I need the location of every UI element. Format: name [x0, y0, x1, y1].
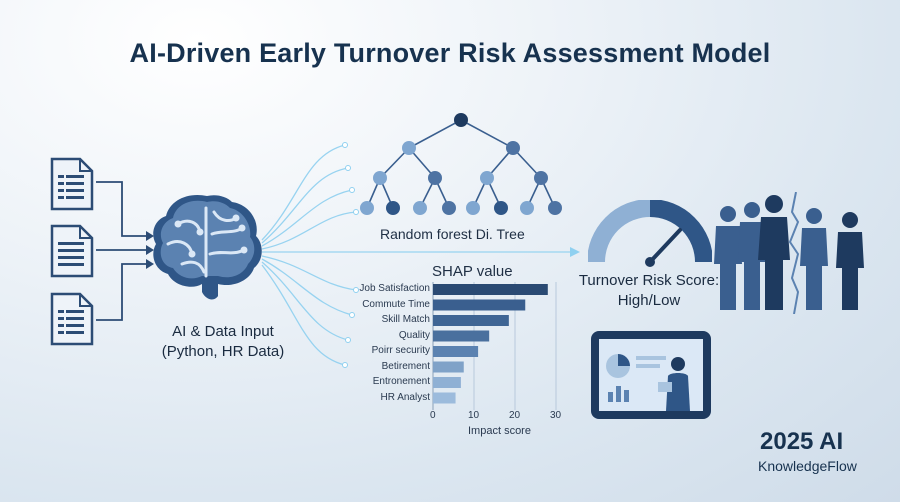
risk-score-line2: High/Low — [617, 292, 681, 309]
document-icon — [50, 224, 94, 278]
shap-tick-label: 20 — [509, 410, 521, 421]
tablet-dashboard-icon — [591, 331, 711, 419]
shap-category-label: Job Satisfaction — [359, 283, 430, 294]
shap-category-label: Betirement — [381, 360, 430, 372]
shap-category-label: Skill Match — [381, 314, 430, 325]
shap-bar — [433, 315, 509, 326]
brain-icon — [153, 194, 262, 300]
shap-tick-label: 0 — [430, 410, 436, 421]
shap-tick-label: 10 — [468, 410, 480, 421]
shap-chart-title: SHAP value — [432, 263, 513, 280]
shap-category-label: Poirr security — [371, 345, 430, 356]
shap-bar — [433, 330, 490, 342]
document-icon — [50, 157, 94, 211]
brand-name: KnowledgeFlow — [758, 458, 857, 474]
risk-score-label: Turnover Risk Score: High/Low — [574, 271, 724, 311]
shap-bar — [433, 392, 456, 404]
shap-tick-label: 30 — [550, 410, 562, 421]
model-label: Random forest Di. Tree — [380, 226, 525, 242]
document-icon — [50, 292, 94, 346]
input-label-line2: (Python, HR Data) — [161, 343, 285, 360]
shap-bar — [433, 346, 479, 357]
shap-x-axis-label: Impact score — [468, 425, 531, 437]
shap-category-label: Quality — [398, 329, 430, 341]
input-label: AI & Data Input (Python, HR Data) — [148, 322, 298, 362]
shap-bar — [433, 284, 548, 295]
input-label-line1: AI & Data Input — [172, 323, 274, 340]
shap-category-label: Entronement — [372, 376, 430, 387]
shap-bar — [433, 299, 526, 311]
page-title: AI-Driven Early Turnover Risk Assessment… — [129, 38, 771, 68]
shap-category-label: HR Analyst — [380, 391, 430, 403]
decision-tree-icon — [360, 113, 562, 215]
shap-category-label: Commute Time — [362, 298, 430, 310]
shap-bar — [433, 377, 461, 388]
risk-score-line1: Turnover Risk Score: — [578, 272, 720, 289]
employees-group-icon — [714, 192, 864, 314]
brand-year: 2025 AI — [760, 428, 844, 455]
shap-bar — [433, 361, 464, 373]
risk-gauge-icon — [588, 200, 712, 267]
